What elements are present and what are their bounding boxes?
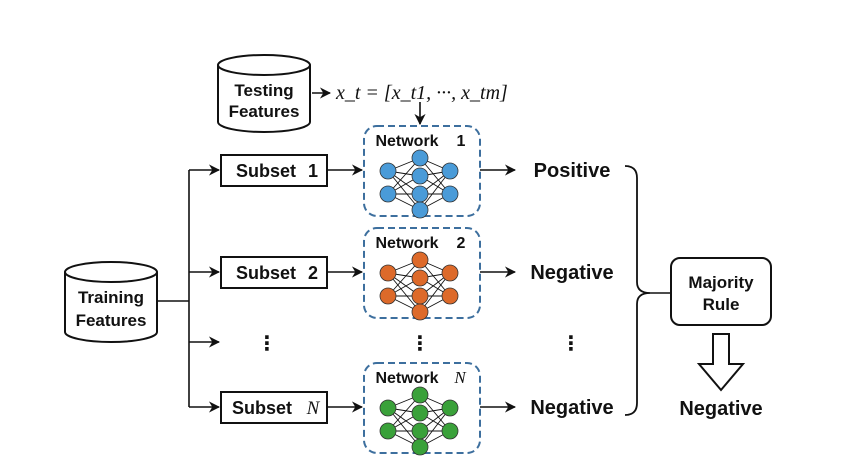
subset-box-2: Subset 2 <box>220 256 328 289</box>
network-box-1: Network 1 <box>363 125 481 219</box>
output-brace <box>624 165 651 416</box>
subset-box-1: Subset 1 <box>220 154 328 187</box>
output-1: Positive <box>534 160 611 182</box>
network-2-label: Network <box>375 235 438 252</box>
output-2: Negative <box>530 262 613 284</box>
training-db-line2: Features <box>76 311 147 330</box>
nn-node <box>411 201 429 219</box>
hollow-down-arrow-icon <box>696 333 746 392</box>
output-n: Negative <box>530 397 613 419</box>
ellipsis-networks: ⋮ <box>410 333 430 355</box>
training-db-line1: Training <box>78 288 144 307</box>
subset-box-n: Subset N <box>220 391 328 424</box>
nn-edge <box>387 407 421 448</box>
nn-node <box>441 287 459 305</box>
majority-rule-box: Majority Rule <box>670 257 772 326</box>
nn-node <box>441 185 459 203</box>
network-2-index: 2 <box>457 235 466 252</box>
final-output: Negative <box>679 398 762 420</box>
testing-db-line1: Testing <box>234 81 293 100</box>
nn-node <box>441 399 459 417</box>
subset-n-index: N <box>306 398 321 419</box>
majority-rule-line2: Rule <box>703 295 740 314</box>
nn-node <box>379 399 397 417</box>
network-n-label: Network <box>375 370 438 387</box>
nn-node <box>441 422 459 440</box>
network-box-2: Network 2 <box>363 227 481 321</box>
nn-node <box>441 162 459 180</box>
network-1-index: 1 <box>457 133 466 150</box>
feature-vector-label: x_t = [x_t1, ···, x_tm] <box>335 82 508 104</box>
neural-net-icon-1 <box>379 149 459 219</box>
nn-edge <box>387 170 421 211</box>
nn-node <box>411 149 429 167</box>
nn-node <box>411 386 429 404</box>
nn-node <box>411 438 429 456</box>
neural-net-icon-2 <box>379 251 459 321</box>
ellipsis-subsets: ⋮ <box>257 333 277 355</box>
nn-node <box>379 422 397 440</box>
nn-node <box>379 264 397 282</box>
majority-rule-line1: Majority <box>688 273 754 292</box>
subset-2-index: 2 <box>308 263 318 283</box>
subset-1-index: 1 <box>308 161 318 181</box>
training-features-db: Training Features <box>64 261 158 343</box>
nn-node <box>411 303 429 321</box>
subset-network-arrows <box>327 164 364 413</box>
network-output-arrows <box>480 164 517 413</box>
network-n-index: N <box>453 368 467 387</box>
nn-edge <box>387 272 421 313</box>
nn-node <box>411 422 429 440</box>
nn-node <box>379 185 397 203</box>
nn-node <box>411 251 429 269</box>
ellipsis-outputs: ⋮ <box>561 333 581 355</box>
network-1-label: Network <box>375 133 438 150</box>
subset-n-label: Subset <box>232 398 292 418</box>
nn-node <box>379 287 397 305</box>
testing-features-db: Testing Features <box>217 54 311 133</box>
subset-1-label: Subset <box>236 161 296 181</box>
nn-node <box>411 185 429 203</box>
network-box-n: Network N <box>363 362 481 456</box>
testing-db-line2: Features <box>229 102 300 121</box>
nn-node <box>441 264 459 282</box>
subset-2-label: Subset <box>236 263 296 283</box>
nn-node <box>411 167 429 185</box>
nn-node <box>379 162 397 180</box>
neural-net-icon-n <box>379 386 459 456</box>
nn-node <box>411 269 429 287</box>
distribution-lines <box>157 164 221 413</box>
nn-node <box>411 404 429 422</box>
nn-node <box>411 287 429 305</box>
